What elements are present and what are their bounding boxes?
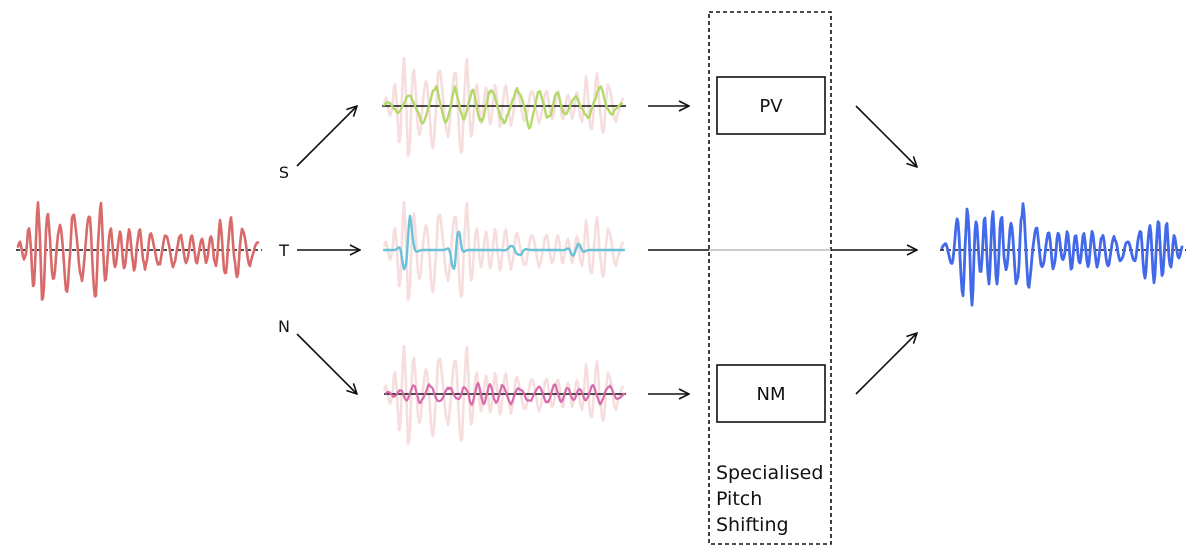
arrow-to-sines [296,106,357,167]
group-label-line-3: Shifting [716,514,789,536]
label-n: N [278,317,290,336]
label-s: S [279,163,289,182]
group-label-line-2: Pitch [716,488,762,510]
arrow-to-noise [296,333,357,394]
pv-block [716,76,826,135]
noise-waveform [382,345,626,445]
sines-waveform [382,57,626,157]
nm-block [716,364,826,423]
transients-waveform [382,201,626,301]
input-waveform [16,201,262,301]
output-waveform [940,202,1186,307]
nm-label: NM [757,384,786,405]
pv-label: PV [759,96,783,117]
specialised-pitch-shifting-group [708,11,832,545]
group-label-line-1: Specialised [716,462,823,484]
arrow-pv-to-output [855,105,917,167]
arrow-nm-to-output [855,333,917,395]
label-t: T [278,241,289,260]
